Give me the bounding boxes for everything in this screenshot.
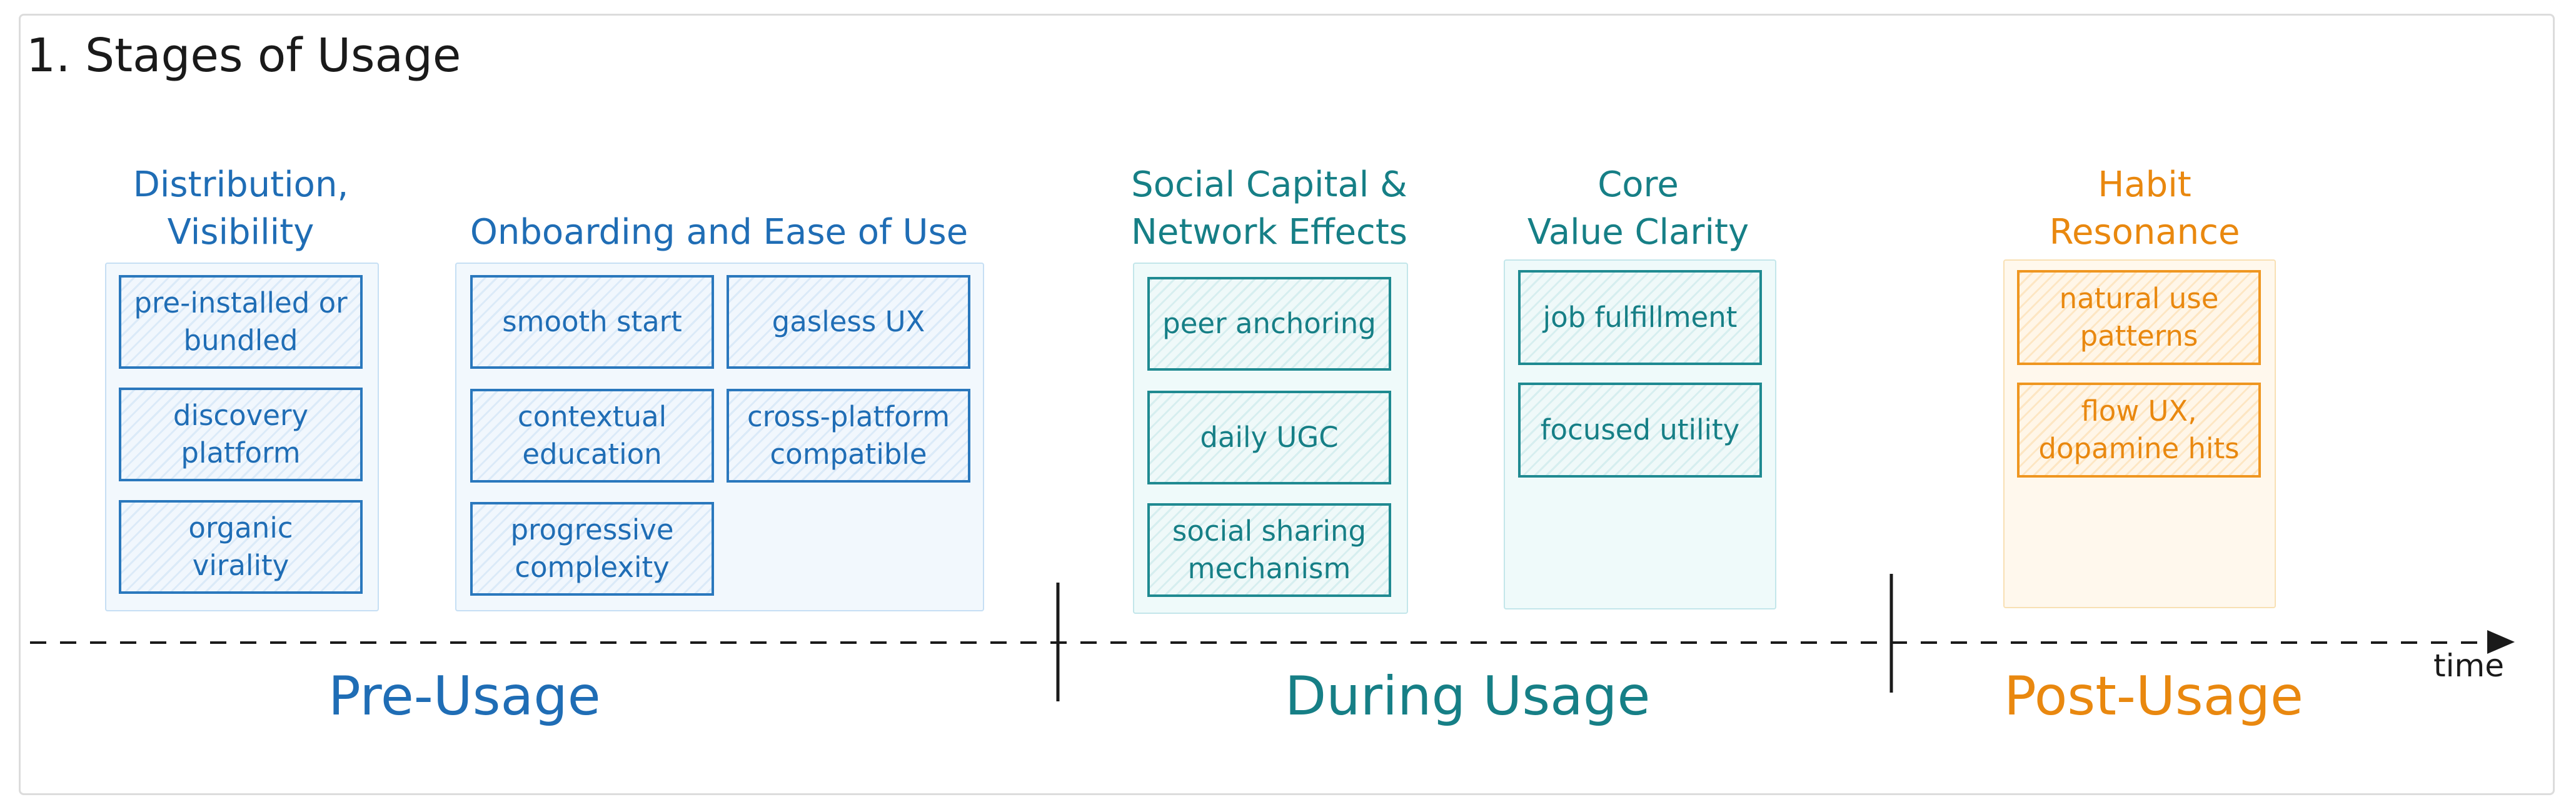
- item-social-sharing: social sharing mechanism: [1147, 503, 1391, 597]
- item-natural-use-patterns: natural use patterns: [2017, 270, 2261, 365]
- axis-label-time: time: [2433, 648, 2504, 684]
- stage-label-pre-usage: Pre-Usage: [328, 665, 601, 728]
- timeline-arrowhead: [2487, 630, 2515, 654]
- item-flow-ux: flow UX, dopamine hits: [2017, 383, 2261, 478]
- column-heading-social: Social Capital & Network Effects: [1131, 164, 1407, 253]
- item-peer-anchoring: peer anchoring: [1147, 277, 1391, 371]
- item-focused-utility: focused utility: [1518, 383, 1762, 478]
- stage-label-post-usage: Post-Usage: [2004, 665, 2303, 728]
- item-pre-installed: pre-installed or bundled: [119, 275, 363, 369]
- item-smooth-start: smooth start: [470, 275, 714, 369]
- item-organic-virality: organic virality: [119, 500, 363, 594]
- column-heading-onboarding: Onboarding and Ease of Use: [470, 212, 969, 253]
- page-title: 1. Stages of Usage: [26, 29, 461, 83]
- item-progressive-complexity: progressive complexity: [470, 502, 714, 596]
- item-contextual-education: contextual education: [470, 389, 714, 483]
- column-heading-core: Core Value Clarity: [1527, 164, 1749, 253]
- item-daily-ugc: daily UGC: [1147, 391, 1391, 484]
- column-heading-habit: Habit Resonance: [2049, 164, 2240, 253]
- item-job-fulfillment: job fulfillment: [1518, 270, 1762, 365]
- item-cross-platform: cross-platform compatible: [727, 389, 970, 483]
- item-discovery-platform: discovery platform: [119, 388, 363, 481]
- item-gasless-ux: gasless UX: [727, 275, 970, 369]
- stage-label-during-usage: During Usage: [1285, 665, 1651, 728]
- column-heading-distribution: Distribution, Visibility: [133, 164, 349, 253]
